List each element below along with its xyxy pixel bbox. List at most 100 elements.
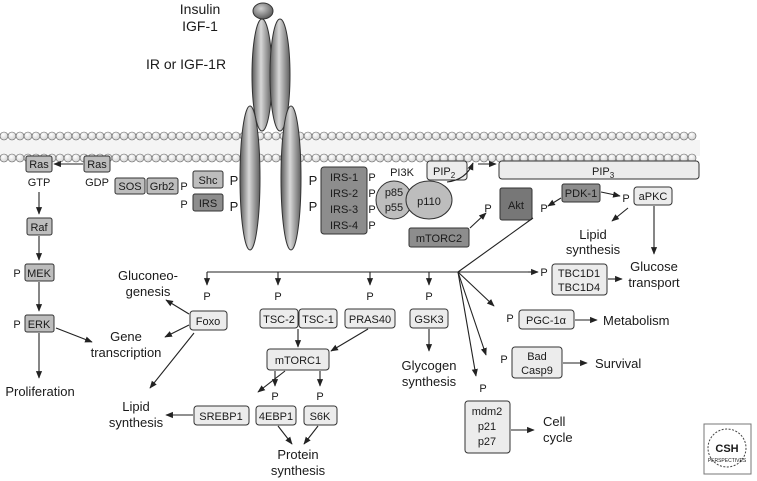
lipid-head bbox=[223, 153, 233, 163]
lipid-head bbox=[151, 131, 161, 141]
lipid-head bbox=[615, 131, 625, 141]
glucose-transport-1: Glucose bbox=[630, 259, 678, 274]
p-gsk3: P bbox=[425, 291, 432, 303]
lipid-head bbox=[639, 131, 649, 141]
tsc2-label: TSC-2 bbox=[263, 314, 295, 326]
s6k-label: S6K bbox=[310, 411, 331, 423]
lipid-head bbox=[495, 131, 505, 141]
lipid-head bbox=[263, 131, 273, 141]
lipid-head bbox=[623, 131, 633, 141]
lipid-head bbox=[63, 131, 73, 141]
lipid-head bbox=[111, 153, 121, 163]
cell-cycle-2: cycle bbox=[543, 430, 573, 445]
lipid-head bbox=[591, 131, 601, 141]
lipid-head bbox=[167, 153, 177, 163]
p-pgc1a: P bbox=[506, 313, 513, 325]
lipid-head bbox=[551, 131, 561, 141]
arrow-p110-to-pip2 bbox=[446, 162, 474, 183]
casp9-label: Casp9 bbox=[521, 365, 553, 377]
lipid-head bbox=[215, 153, 225, 163]
pip2-label: PIP2 bbox=[433, 166, 456, 180]
lipid-head bbox=[647, 131, 657, 141]
lipid-head bbox=[95, 131, 105, 141]
mek-label: MEK bbox=[27, 268, 52, 280]
arrow-mtorc2-to-akt bbox=[469, 212, 487, 229]
p-mek: P bbox=[13, 268, 20, 280]
lipid-head bbox=[471, 131, 481, 141]
srebp1-label: SREBP1 bbox=[199, 411, 242, 423]
lipid-head bbox=[463, 131, 473, 141]
p-bad: P bbox=[500, 354, 507, 366]
lipid-head bbox=[55, 153, 65, 163]
arrow-bus-to-pgc1a bbox=[457, 271, 495, 307]
tbc1d1-label: TBC1D1 bbox=[558, 268, 600, 280]
lipid-head bbox=[311, 131, 321, 141]
lipid-head bbox=[223, 131, 233, 141]
lipid-head bbox=[135, 131, 145, 141]
irs4-label: IRS-4 bbox=[330, 220, 358, 232]
lipid-head bbox=[343, 131, 353, 141]
arrow-pdk1-to-apkc bbox=[600, 191, 621, 198]
lipid-head bbox=[511, 131, 521, 141]
p-receptor-right-1: P bbox=[309, 173, 318, 188]
lipid-head bbox=[575, 131, 585, 141]
lipid-head bbox=[351, 153, 361, 163]
4ebp1-label: 4EBP1 bbox=[259, 411, 293, 423]
p-s6k: P bbox=[316, 391, 323, 403]
apkc-box bbox=[633, 186, 673, 206]
lipid-head bbox=[415, 153, 425, 163]
irs2-label: IRS-2 bbox=[330, 188, 358, 200]
lipid-head bbox=[343, 153, 353, 163]
gsk3-box bbox=[409, 308, 449, 329]
pgc1a-label: PGC-1α bbox=[526, 315, 567, 327]
arrow-s6k-to-protein bbox=[303, 425, 319, 445]
tsc1-box bbox=[298, 308, 338, 329]
foxo-box bbox=[189, 310, 228, 331]
mtorc1-label: mTORC1 bbox=[275, 355, 321, 367]
raf-box bbox=[26, 217, 53, 236]
lipid-head bbox=[319, 131, 329, 141]
lipid-head bbox=[0, 153, 9, 163]
lipid-head bbox=[207, 131, 217, 141]
lipid-head bbox=[351, 131, 361, 141]
lipid-head bbox=[607, 131, 617, 141]
glycogen-synthesis-2: synthesis bbox=[402, 374, 457, 389]
p-pras40: P bbox=[366, 291, 373, 303]
lipid-head bbox=[23, 131, 33, 141]
lipid-head bbox=[503, 131, 513, 141]
lipid-head bbox=[687, 131, 697, 141]
lipid-head bbox=[207, 153, 217, 163]
lipid-head bbox=[119, 153, 129, 163]
arrow-foxo-to-transcription bbox=[164, 324, 190, 338]
lipid-synthesis-left-2: synthesis bbox=[109, 415, 164, 430]
csh-perspectives-logo: CSH PERSPECTIVES bbox=[703, 423, 752, 475]
arrow-erk-to-transcription bbox=[55, 327, 93, 343]
p-akt-left: P bbox=[484, 203, 491, 215]
p-irs1: P bbox=[368, 172, 375, 184]
lipid-head bbox=[655, 131, 665, 141]
lipid-head bbox=[71, 153, 81, 163]
lipid-head bbox=[391, 153, 401, 163]
lipid-head bbox=[111, 131, 121, 141]
p-foxo: P bbox=[203, 291, 210, 303]
ras-gtp-label: Ras bbox=[29, 159, 49, 171]
lipid-head bbox=[167, 131, 177, 141]
mtorc1-box bbox=[266, 348, 330, 371]
lipid-head bbox=[487, 131, 497, 141]
protein-synthesis-2: synthesis bbox=[271, 463, 326, 478]
pras40-box bbox=[344, 308, 396, 329]
lipid-head bbox=[127, 131, 137, 141]
raf-label: Raf bbox=[30, 222, 48, 234]
lipid-head bbox=[7, 153, 17, 163]
lipid-synthesis-right-2: synthesis bbox=[566, 242, 621, 257]
lipid-head bbox=[375, 131, 385, 141]
lipid-head bbox=[15, 153, 25, 163]
p-apkc: P bbox=[622, 193, 629, 205]
lipid-head bbox=[183, 153, 193, 163]
p-receptor-right-2: P bbox=[309, 199, 318, 214]
p55-label: p55 bbox=[385, 202, 403, 214]
pras40-label: PRAS40 bbox=[349, 314, 391, 326]
lipid-head bbox=[271, 131, 281, 141]
lipid-head bbox=[215, 131, 225, 141]
